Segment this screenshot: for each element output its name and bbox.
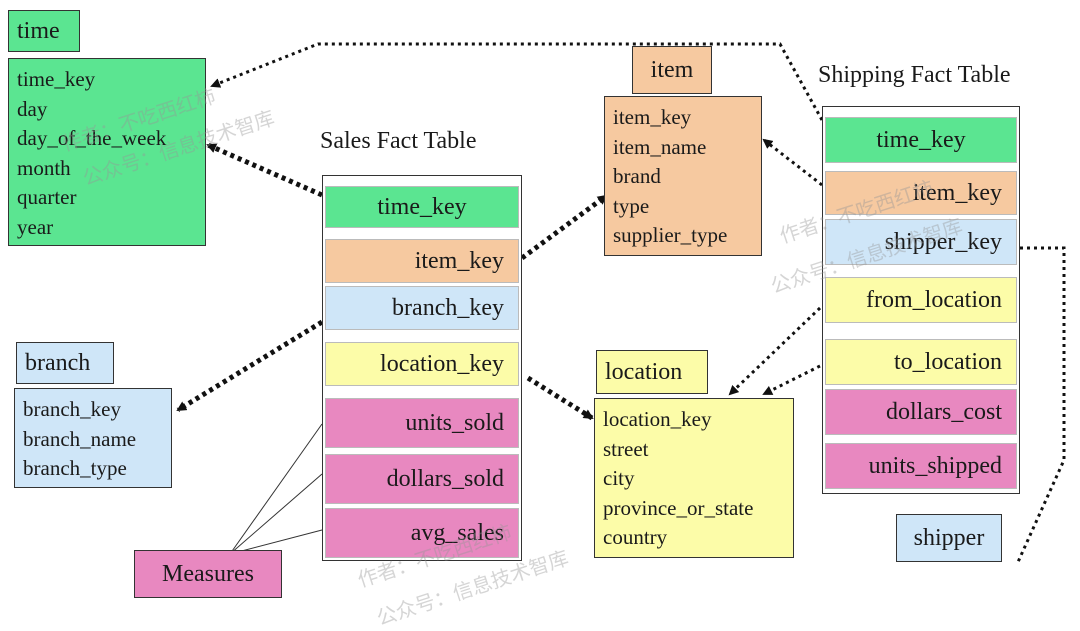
- sales-branch-link: [176, 319, 324, 413]
- shipping-row-item-key: item_key: [825, 171, 1017, 215]
- item-attr: supplier_type: [613, 223, 728, 247]
- shipping-row-units-shipped: units_shipped: [825, 443, 1017, 489]
- time-attr: time_key: [17, 67, 96, 91]
- time-attr: quarter: [17, 185, 77, 209]
- time-dimension-attributes: time_key day day_of_the_week month quart…: [8, 58, 206, 246]
- location-attr: province_or_state: [603, 495, 754, 520]
- time-attr: month: [17, 155, 71, 180]
- location-dimension-attributes: location_key street city province_or_sta…: [594, 398, 794, 558]
- sales-time-link: [206, 142, 324, 198]
- time-attr: day: [17, 96, 48, 121]
- sales-row-dollars-sold: dollars_sold: [325, 454, 519, 504]
- sales-row-branch-key: branch_key: [325, 286, 519, 330]
- branch-dimension-attributes: branch_key branch_name branch_type: [14, 388, 172, 488]
- sales-row-time-key: time_key: [325, 186, 519, 228]
- sales-row-location-key: location_key: [325, 342, 519, 386]
- sales-fact-title: Sales Fact Table: [320, 128, 477, 154]
- shipping-shipper-link: [1016, 246, 1066, 563]
- location-attr: country: [603, 525, 668, 549]
- shipping-fact-title: Shipping Fact Table: [818, 62, 1011, 88]
- location-attr: street: [603, 436, 649, 461]
- shipping-row-to-location: to_location: [825, 339, 1017, 385]
- sales-item-link: [520, 193, 608, 261]
- measures-line-2: [229, 473, 323, 555]
- location-attr: location_key: [603, 407, 712, 431]
- sales-location-link: [526, 375, 594, 421]
- sales-row-units-sold: units_sold: [325, 398, 519, 448]
- branch-attr: branch_type: [23, 456, 127, 480]
- shipping-item-link: [762, 138, 823, 187]
- measures-line-1: [229, 423, 323, 555]
- time-dimension-label: time: [8, 10, 80, 52]
- location-dimension-label: location: [596, 350, 708, 394]
- item-dimension-label: item: [632, 46, 712, 94]
- location-attr: city: [603, 466, 635, 490]
- time-attr: year: [17, 214, 54, 239]
- item-attr: brand: [613, 164, 661, 188]
- shipping-fact-table: time_key item_key shipper_key from_locat…: [822, 106, 1020, 494]
- shipping-row-from-location: from_location: [825, 277, 1017, 323]
- sales-row-item-key: item_key: [325, 239, 519, 283]
- shipping-row-shipper-key: shipper_key: [825, 219, 1017, 265]
- shipper-dimension-label: shipper: [896, 514, 1002, 562]
- shipping-time-link: [210, 42, 824, 121]
- sales-row-avg-sales: avg_sales: [325, 508, 519, 558]
- shipping-to-location-link: [762, 364, 821, 396]
- branch-attr: branch_name: [23, 426, 137, 451]
- shipping-row-time-key: time_key: [825, 117, 1017, 163]
- branch-dimension-label: branch: [16, 342, 114, 384]
- item-attr: type: [613, 193, 650, 218]
- item-dimension-attributes: item_key item_name brand type supplier_t…: [604, 96, 762, 256]
- measures-label: Measures: [134, 550, 282, 598]
- item-attr: item_name: [613, 134, 707, 159]
- shipping-from-location-link: [728, 306, 822, 396]
- branch-attr: branch_key: [23, 397, 121, 421]
- sales-fact-table: time_key item_key branch_key location_ke…: [322, 175, 522, 561]
- shipping-row-dollars-cost: dollars_cost: [825, 389, 1017, 435]
- time-attr: day_of_the_week: [17, 126, 167, 150]
- connector-lines: [176, 42, 1066, 563]
- item-attr: item_key: [613, 105, 692, 129]
